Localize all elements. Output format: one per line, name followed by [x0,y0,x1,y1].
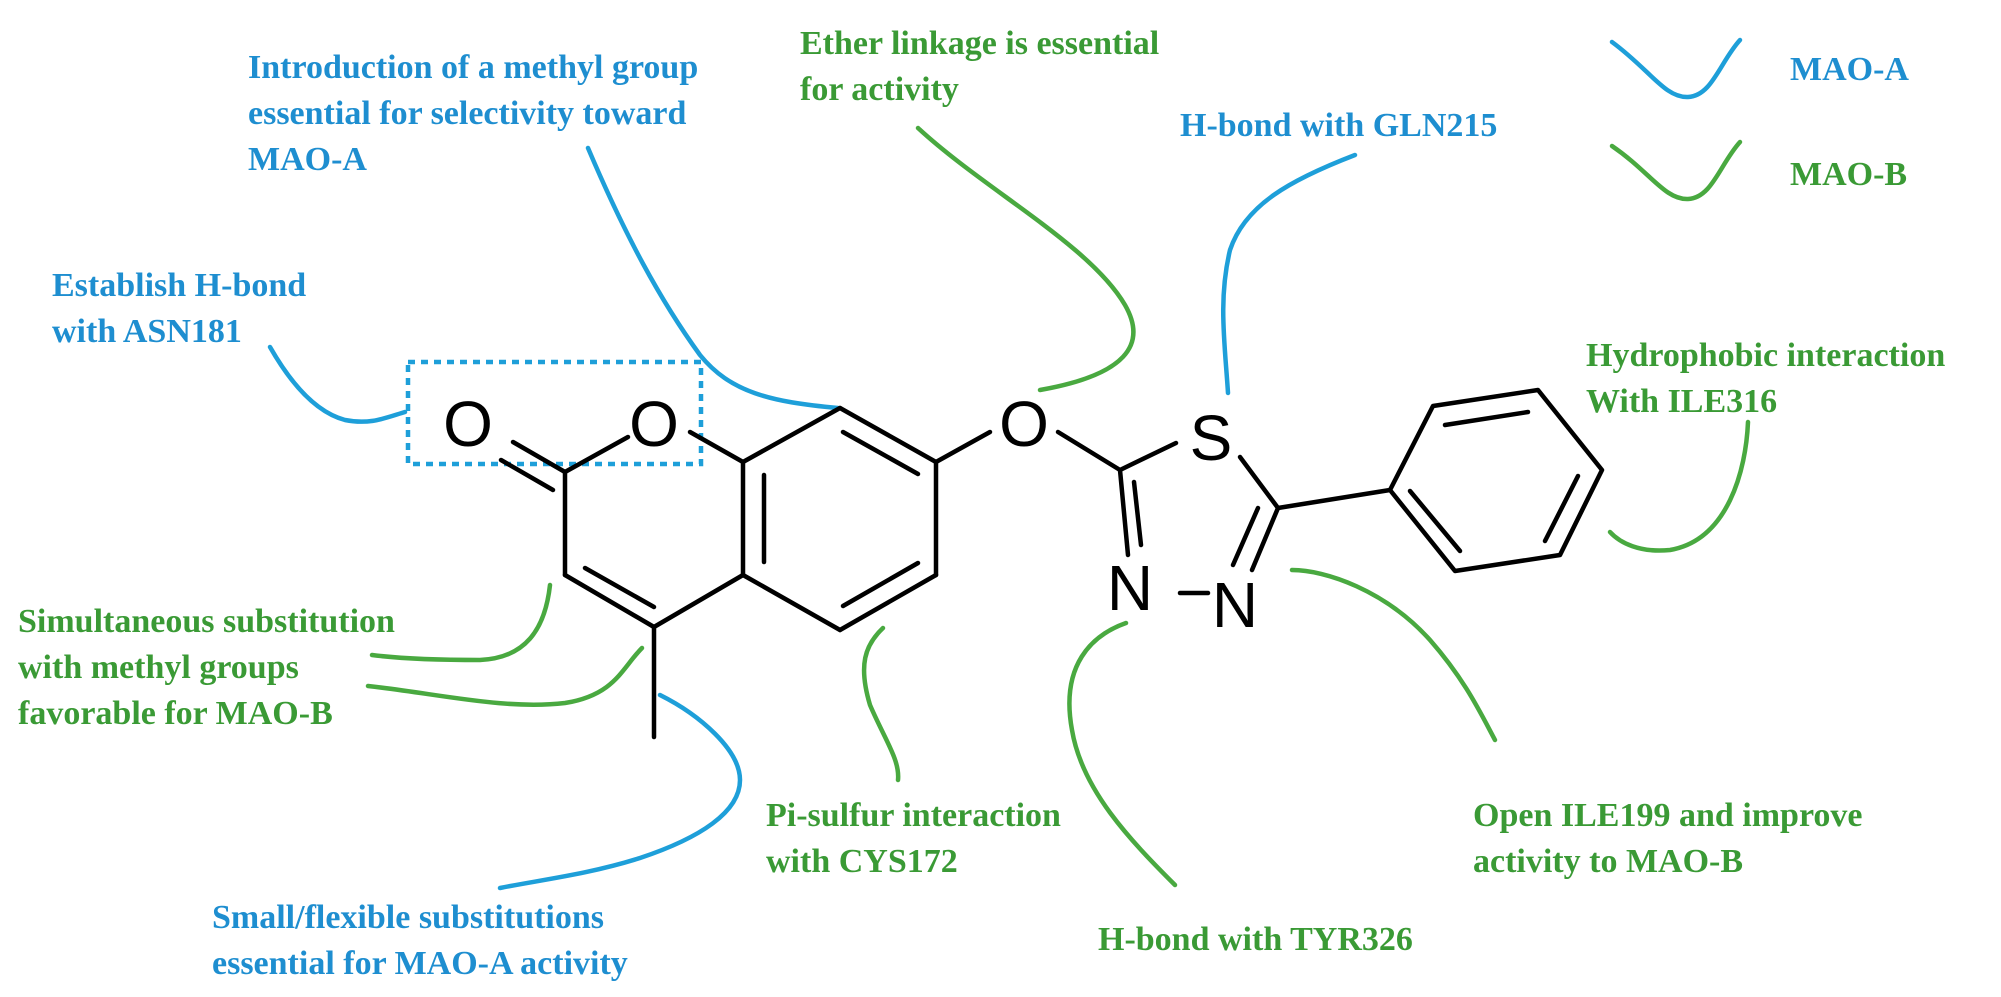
bond-o-ether-c2prime [1055,429,1123,473]
phenyl-double-2 [1542,473,1581,544]
legend: MAO-A MAO-B [1609,37,1909,202]
bond-n3-c2prime [1117,467,1131,558]
annotation-methyl-selectivity: Introduction of a methyl group essential… [248,49,707,178]
leader-pi-sulfur [861,625,901,783]
atom-s: S [1190,402,1233,474]
molecule-structure: O O O S N N [405,359,1605,740]
leader-simultaneous-1 [369,582,553,663]
bond-c8-c7-double [840,429,921,477]
thiadiazole-ring-bonds [1117,440,1393,596]
atom-o-ether: O [999,388,1049,460]
bond-c2-o1 [562,434,631,475]
annotation-asn181: Establish H-bond with ASN181 [52,267,315,350]
annotation-gln215: H-bond with GLN215 [1180,107,1497,144]
annotation-pi-sulfur: Pi-sulfur interaction with CYS172 [766,797,1069,880]
bond-c5prime-n4-double [1230,505,1261,568]
bond-c4-c4a [651,572,746,630]
bond-c2prime-s [1117,440,1179,473]
annotation-small-flexible: Small/flexible substitutions essential f… [212,899,628,982]
benzo-ring-bonds [740,405,1123,633]
bond-c8-c7 [837,405,939,465]
annotation-ether-linkage: Ether linkage is essential for activity [800,25,1168,108]
annotation-leaders [267,125,1751,891]
atom-n3: N [1107,552,1153,624]
bond-c5prime-n4 [1249,505,1281,573]
bond-c2-o-carbonyl-double [498,457,556,493]
legend-label-mao-b: MAO-B [1790,156,1907,193]
bond-s-c5prime [1237,454,1281,511]
bond-c8a-c8 [740,405,843,465]
leader-gln215 [1221,152,1358,396]
annotation-tyr326: H-bond with TYR326 [1098,921,1413,958]
leader-small-flexible [497,692,743,891]
bond-c6-c5 [837,572,939,633]
legend-label-mao-a: MAO-A [1790,51,1909,88]
bond-c3-c4 [562,572,657,630]
bond-c5prime-phenyl [1275,487,1393,511]
atom-n4: N [1212,569,1258,641]
phenyl-double-1 [1442,409,1531,428]
bond-c3-c4-double [582,565,657,610]
leader-tyr326 [1067,620,1178,888]
leader-ile199 [1289,567,1498,743]
bond-c2-o-carbonyl [510,439,568,475]
leader-simultaneous-2 [365,645,645,707]
bond-c6-c5-double [840,560,921,609]
legend-swatch-mao-b [1609,139,1743,202]
annotations: Introduction of a methyl group essential… [18,25,1954,982]
leader-ether-linkage [915,125,1136,393]
phenyl-ring-bonds [1387,387,1605,574]
bond-o1-c8a [687,429,746,465]
annotation-ile199: Open ILE199 and improve activity to MAO-… [1473,797,1871,880]
legend-swatch-mao-a [1609,37,1743,100]
lactone-ring-bonds [498,429,746,740]
leader-asn181 [267,344,408,424]
annotation-simultaneous: Simultaneous substitution with methyl gr… [18,603,403,732]
bond-c5-c4a [740,572,843,633]
phenyl-ring [1387,387,1605,574]
lactone-highlight-box [405,359,704,467]
annotation-hydrophobic: Hydrophobic interaction With ILE316 [1586,337,1954,420]
atom-o-carbonyl: O [443,388,493,460]
bond-c7-o-ether [933,429,993,465]
bond-n3-c2prime-double [1131,479,1144,548]
leader-methyl-selectivity [585,145,841,411]
atom-o-ring: O [629,388,679,460]
leader-hydrophobic [1607,419,1751,553]
phenyl-double-3 [1407,488,1463,554]
